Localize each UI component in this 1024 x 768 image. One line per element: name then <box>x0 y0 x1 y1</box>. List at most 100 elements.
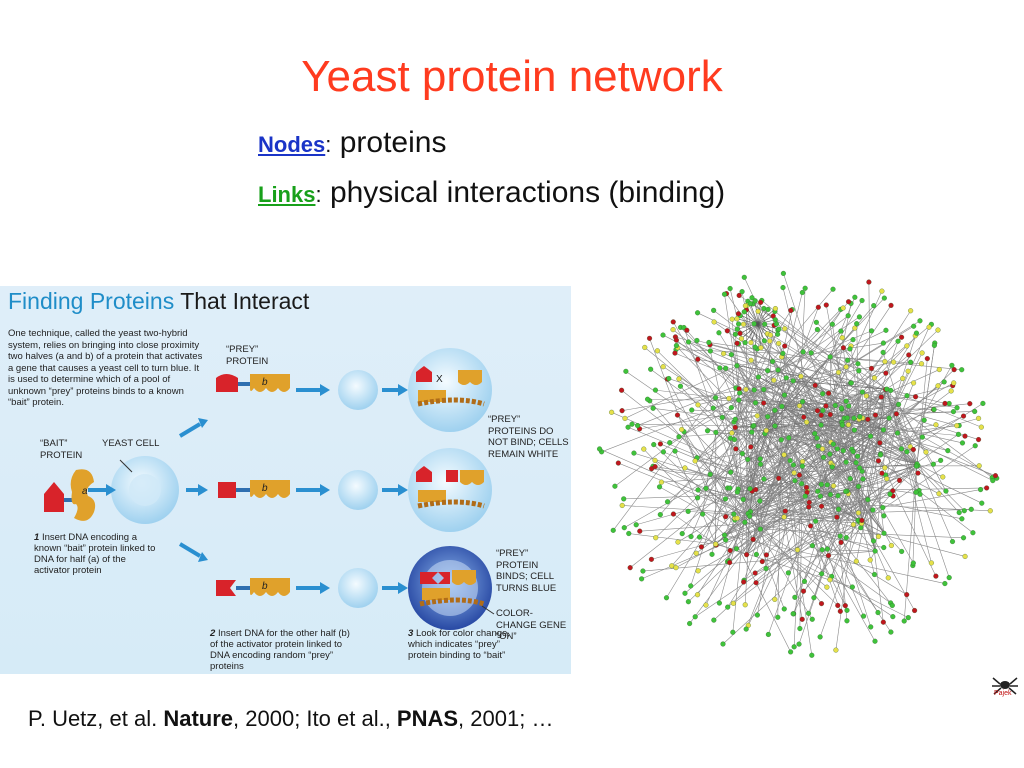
protein-node <box>695 402 701 408</box>
protein-node <box>763 565 769 572</box>
protein-node <box>695 487 701 493</box>
citation-part-1: P. Uetz, et al. <box>28 706 164 731</box>
protein-node <box>799 463 805 469</box>
protein-node <box>723 365 729 371</box>
protein-node <box>842 603 848 609</box>
protein-node <box>951 380 957 386</box>
interaction-link <box>731 354 746 523</box>
protein-node <box>834 514 840 520</box>
protein-node <box>900 375 906 381</box>
protein-node <box>819 503 825 509</box>
protein-node <box>727 559 733 566</box>
protein-node <box>815 443 821 449</box>
protein-node <box>905 368 911 374</box>
protein-node <box>806 499 812 505</box>
protein-node <box>844 618 850 624</box>
protein-node <box>739 451 745 457</box>
protein-node <box>696 534 703 540</box>
protein-node <box>827 492 833 498</box>
interaction-link <box>883 429 965 511</box>
protein-node <box>673 565 679 571</box>
protein-node <box>843 398 849 404</box>
interaction-link <box>757 323 778 335</box>
protein-node <box>800 349 806 355</box>
protein-node <box>619 387 625 393</box>
protein-node <box>740 321 747 327</box>
protein-node <box>859 468 865 474</box>
protein-node <box>792 594 798 600</box>
interaction-link <box>625 371 838 518</box>
interaction-link <box>781 406 885 534</box>
protein-node <box>871 571 878 578</box>
yeast-two-hybrid-figure: a b X <box>0 286 571 674</box>
step-3: 3 Look for color change, which indicates… <box>408 628 528 661</box>
interaction-link <box>735 405 836 420</box>
interaction-link <box>744 522 754 540</box>
protein-node <box>631 450 637 456</box>
protein-node <box>749 429 755 435</box>
protein-node <box>619 408 625 414</box>
protein-node <box>679 531 685 537</box>
protein-node <box>730 600 736 606</box>
protein-node <box>695 568 701 574</box>
protein-node <box>808 350 814 356</box>
protein-node <box>948 388 954 394</box>
interaction-link <box>628 533 716 545</box>
interaction-link <box>729 413 897 563</box>
protein-node <box>797 403 803 409</box>
protein-node <box>850 449 856 455</box>
protein-node <box>856 314 862 320</box>
protein-node <box>976 463 982 469</box>
protein-node <box>677 383 683 389</box>
protein-node <box>773 321 779 327</box>
protein-node <box>761 386 767 393</box>
interaction-link <box>694 329 818 462</box>
protein-node <box>695 310 701 316</box>
interaction-link <box>713 321 918 465</box>
interaction-link <box>657 350 736 428</box>
protein-node <box>758 299 764 305</box>
protein-node <box>857 414 863 420</box>
interaction-link <box>705 488 828 588</box>
interaction-link <box>622 505 862 521</box>
interaction-link <box>861 419 925 524</box>
protein-node <box>889 602 895 609</box>
protein-node <box>879 470 885 476</box>
protein-node <box>843 364 849 370</box>
protein-node <box>705 428 711 434</box>
protein-node <box>641 446 647 452</box>
prey-protein-2-icon <box>218 480 290 498</box>
protein-node <box>896 401 902 407</box>
interaction-link <box>830 330 887 358</box>
protein-node <box>949 538 956 545</box>
interaction-link <box>699 536 747 555</box>
interaction-link <box>862 391 958 409</box>
links-meaning: physical interactions (binding) <box>329 176 726 209</box>
interaction-link <box>729 425 754 489</box>
protein-node <box>883 327 889 333</box>
interaction-link <box>810 352 869 420</box>
protein-node <box>687 620 693 627</box>
protein-node <box>954 405 960 411</box>
protein-node <box>673 337 679 343</box>
protein-node <box>785 570 791 576</box>
step-1-text: Insert DNA encoding a known “bait” prote… <box>34 532 156 576</box>
interaction-link <box>746 437 790 555</box>
protein-node <box>894 430 901 436</box>
protein-node <box>854 321 860 327</box>
protein-node <box>721 351 727 357</box>
interaction-link <box>744 417 848 523</box>
protein-node <box>761 305 767 312</box>
interaction-link <box>691 409 890 419</box>
interaction-link <box>678 424 843 438</box>
interaction-link <box>916 463 943 478</box>
interaction-link <box>760 490 893 530</box>
interaction-link <box>690 376 759 537</box>
protein-node <box>954 423 960 429</box>
protein-node <box>915 470 921 476</box>
interaction-link <box>743 376 802 500</box>
interaction-link <box>643 448 725 536</box>
protein-node <box>845 313 851 319</box>
protein-node <box>733 446 739 452</box>
protein-node <box>818 422 824 428</box>
